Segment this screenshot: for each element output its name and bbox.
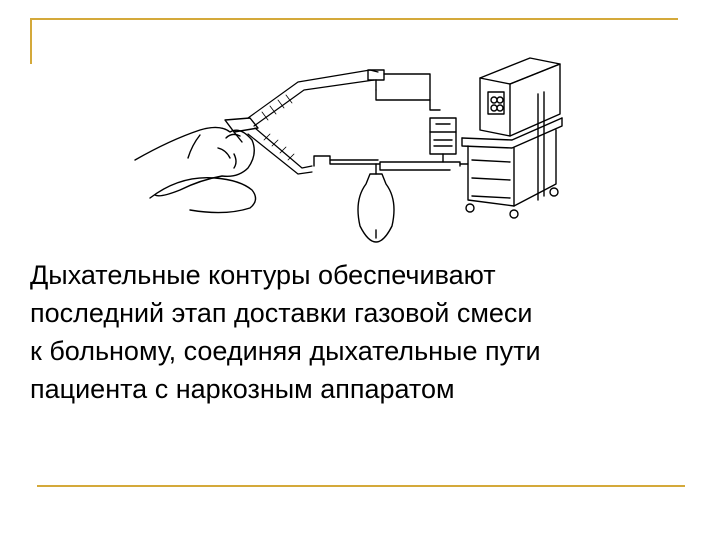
frame-top-line bbox=[30, 18, 678, 20]
circuit-piping bbox=[313, 73, 461, 171]
text-line-2: последний этап доставки газовой смеси bbox=[30, 298, 533, 328]
text-line-1: Дыхательные контуры обеспечивают bbox=[30, 260, 496, 290]
frame-left-line bbox=[30, 18, 32, 64]
text-line-3: к больному, соединяя дыхательные пути bbox=[30, 336, 541, 366]
anesthesia-circuit-illustration bbox=[134, 57, 563, 243]
patient-figure bbox=[134, 126, 257, 214]
corrugated-tubes bbox=[247, 69, 379, 175]
anesthesia-machine bbox=[459, 57, 563, 219]
reservoir-bag bbox=[357, 163, 395, 243]
text-line-4: пациента с наркозным аппаратом bbox=[30, 374, 455, 404]
frame-bottom-line bbox=[37, 485, 685, 487]
inspiratory-valve bbox=[367, 69, 385, 91]
mask-y-piece bbox=[224, 117, 259, 143]
co2-absorber bbox=[429, 117, 457, 163]
slide-body-text: Дыхательные контуры обеспечивают последн… bbox=[30, 256, 718, 408]
